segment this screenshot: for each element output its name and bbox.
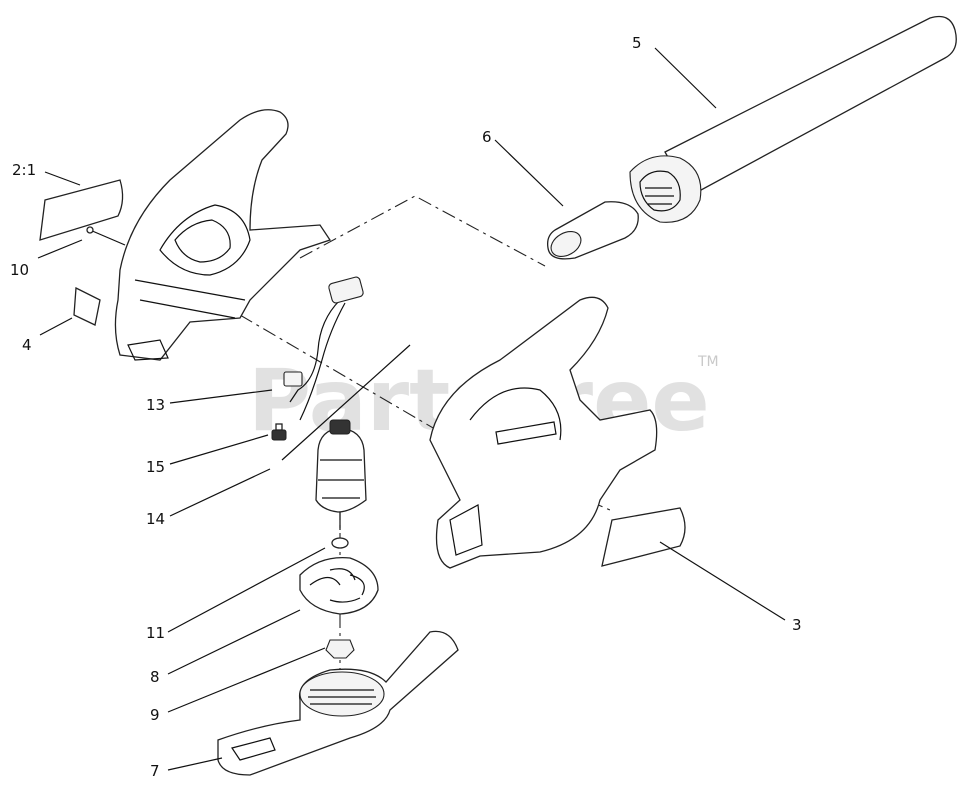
- part-6-nozzle[interactable]: [547, 201, 639, 262]
- part-3-label-plate[interactable]: [601, 507, 686, 567]
- part-2-1-left-housing[interactable]: [114, 109, 332, 361]
- part-9-nut[interactable]: [325, 639, 355, 659]
- part-4-small-label[interactable]: [73, 286, 101, 326]
- part-11-washer[interactable]: [331, 537, 349, 549]
- callout-2-1: 2:1: [12, 161, 36, 179]
- part-13-power-cord[interactable]: [283, 276, 364, 421]
- callout-9: 9: [150, 706, 160, 724]
- callout-8: 8: [150, 668, 160, 686]
- callout-15: 15: [146, 458, 165, 476]
- part-3-right-housing[interactable]: [429, 296, 658, 569]
- leader-lines: [37, 47, 786, 771]
- callout-labels: 2:1 10 4 5 6 13 15 14 11 8 9 7 3: [10, 34, 802, 780]
- part-motor[interactable]: [315, 419, 367, 530]
- part-8-impeller[interactable]: [299, 556, 379, 615]
- callout-5: 5: [632, 34, 642, 52]
- part-2-1-label-plate[interactable]: [39, 179, 124, 241]
- assembly-centerline-mid: [239, 314, 441, 433]
- part-14-wire-lead[interactable]: [281, 344, 411, 461]
- callout-11: 11: [146, 624, 165, 642]
- callout-7: 7: [150, 762, 160, 780]
- callout-4: 4: [22, 336, 32, 354]
- watermark-trademark: TM: [697, 354, 719, 370]
- callout-3: 3: [792, 616, 802, 634]
- callout-13: 13: [146, 396, 165, 414]
- assembly-centerline-top: [299, 195, 546, 267]
- callout-10: 10: [10, 261, 29, 279]
- part-10-screw[interactable]: [86, 226, 126, 246]
- callout-14: 14: [146, 510, 165, 528]
- part-5-blower-tube[interactable]: [629, 15, 957, 223]
- part-7-base-tube[interactable]: [217, 630, 459, 776]
- callout-6: 6: [482, 128, 492, 146]
- part-15-switch[interactable]: [271, 423, 287, 441]
